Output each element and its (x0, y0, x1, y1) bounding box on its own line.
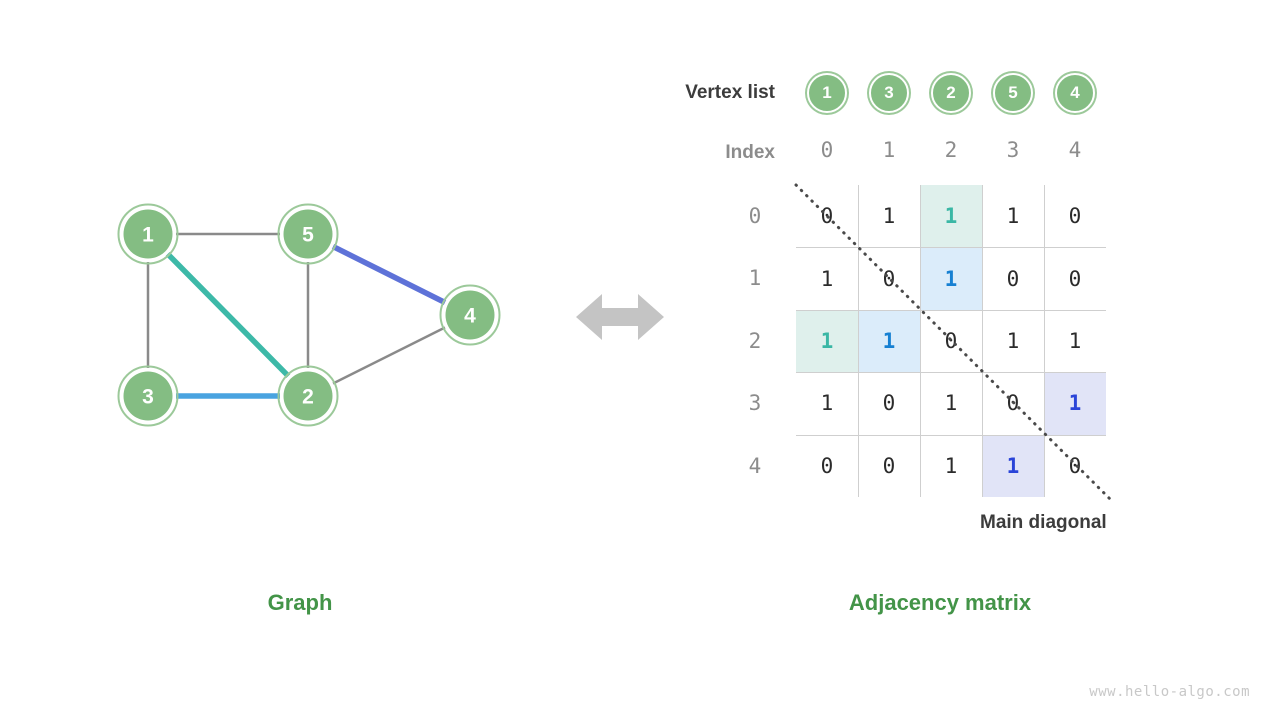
row-index-3: 3 (748, 391, 762, 416)
vertex-list-label: Vertex list (685, 82, 775, 103)
main-diagonal-label: Main diagonal (980, 512, 1107, 533)
graph-edge-5-4 (331, 244, 447, 305)
gridline-vertical-3 (982, 185, 983, 497)
gridline-horizontal-2 (796, 309, 1106, 311)
vertex-outer-ring (439, 284, 501, 346)
caption-adjacency-matrix: Adjacency matrix (848, 590, 1032, 615)
bidirectional-arrow-icon (576, 294, 664, 340)
matrix-cell-2-2[interactable]: 0 (944, 328, 958, 353)
matrix-cell-0-1[interactable]: 1 (882, 204, 896, 229)
vertex-fill (283, 209, 333, 259)
gridline-horizontal-3 (796, 372, 1106, 374)
matrix-cell-4-0[interactable]: 0 (820, 453, 834, 478)
matrix-cell-3-1[interactable]: 0 (882, 391, 896, 416)
edge-layer (146, 232, 447, 399)
matrix-cell-4-2[interactable]: 1 (944, 453, 958, 478)
graph-edge-1-2 (165, 251, 291, 379)
matrix-cell-3-3[interactable]: 0 (1006, 391, 1020, 416)
matrix-cell-1-2[interactable]: 1 (920, 247, 982, 310)
matrix-cell-1-4[interactable]: 0 (1068, 266, 1082, 291)
row-index-2: 2 (748, 328, 762, 353)
gridline-vertical-1 (858, 185, 859, 497)
vertex-list-chip-3[interactable]: 3 (869, 73, 909, 113)
vertex-outer-ring (277, 203, 339, 265)
matrix-cell-0-3[interactable]: 1 (1006, 204, 1020, 229)
row-index-4: 4 (748, 453, 762, 478)
graph-edge-2-4 (332, 326, 446, 385)
matrix-cell-2-0[interactable]: 1 (796, 309, 858, 373)
matrix-cell-4-4[interactable]: 0 (1068, 453, 1082, 478)
graph-vertex-3[interactable]: 3 (117, 365, 179, 427)
column-index-1: 1 (882, 138, 896, 162)
vertex-fill (123, 209, 173, 259)
vertex-outer-ring (117, 365, 179, 427)
index-label: Index (725, 142, 775, 163)
gridline-horizontal-4 (796, 434, 1106, 436)
vertex-list-chip-5[interactable]: 5 (993, 73, 1033, 113)
matrix-cell-0-0[interactable]: 0 (820, 204, 834, 229)
vertex-list-chip-2[interactable]: 2 (931, 73, 971, 113)
row-index-1: 1 (748, 266, 762, 291)
vertex-fill (445, 290, 495, 340)
vertex-outer-ring (277, 365, 339, 427)
vertex-list-chip-4[interactable]: 4 (1055, 73, 1095, 113)
matrix-cell-3-0[interactable]: 1 (820, 391, 834, 416)
matrix-cell-2-1[interactable]: 1 (858, 309, 920, 373)
matrix-cell-4-3[interactable]: 1 (982, 434, 1044, 497)
matrix-cell-4-1[interactable]: 0 (882, 453, 896, 478)
graph-vertex-2[interactable]: 2 (277, 365, 339, 427)
matrix-cell-1-1[interactable]: 0 (882, 266, 896, 291)
graph-vertex-4[interactable]: 4 (439, 284, 501, 346)
graph-vertex-1[interactable]: 1 (117, 203, 179, 265)
column-index-0: 0 (820, 138, 834, 162)
graph-drawing: 1 5 3 2 4 (117, 203, 501, 427)
matrix-cell-1-0[interactable]: 1 (820, 266, 834, 291)
gridline-horizontal-1 (796, 247, 1106, 249)
column-index-4: 4 (1068, 138, 1082, 162)
row-index-0: 0 (748, 204, 762, 228)
gridline-vertical-4 (1044, 185, 1045, 497)
matrix-cell-2-3[interactable]: 1 (1006, 328, 1020, 353)
graph-panel: 1 5 3 2 4 (0, 0, 560, 640)
caption-graph: Graph (267, 590, 333, 615)
matrix-cell-2-4[interactable]: 1 (1068, 328, 1082, 353)
vertex-outer-ring (117, 203, 179, 265)
matrix-cell-0-4[interactable]: 0 (1068, 204, 1082, 229)
matrix-cell-1-3[interactable]: 0 (1006, 266, 1020, 291)
matrix-cell-3-2[interactable]: 1 (944, 391, 958, 416)
column-index-3: 3 (1006, 138, 1020, 162)
graph-vertex-5[interactable]: 5 (277, 203, 339, 265)
vertex-fill (283, 371, 333, 421)
matrix-cell-0-2[interactable]: 1 (920, 185, 982, 248)
vertex-fill (123, 371, 173, 421)
vertex-list-chip-1[interactable]: 1 (807, 73, 847, 113)
gridline-vertical-2 (920, 185, 921, 497)
watermark: www.hello-algo.com (1089, 684, 1250, 700)
matrix-cell-3-4[interactable]: 1 (1044, 372, 1106, 435)
column-index-2: 2 (944, 138, 958, 162)
